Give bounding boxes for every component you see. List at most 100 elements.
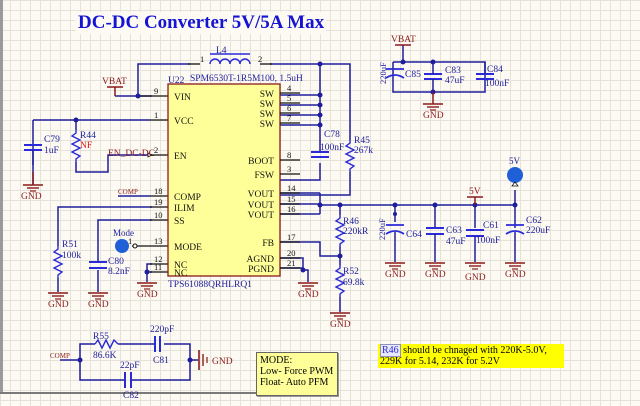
ic-pin-name: SW <box>260 120 274 130</box>
ic-u22-body <box>167 83 281 277</box>
gnd-label: GND <box>48 300 69 310</box>
ic-pin-number: 10 <box>154 210 163 220</box>
c62-value: 220uF <box>526 226 550 236</box>
gnd-label: GND <box>330 320 351 330</box>
mode-probe <box>115 239 129 253</box>
ic-pin-name: VCC <box>174 117 194 127</box>
ic-pin-name: EN <box>174 152 187 162</box>
mode-note-line: Float- Auto PFM <box>260 377 329 388</box>
ic-pin-name: MODE <box>174 243 202 253</box>
c81-designator: C81 <box>153 356 169 366</box>
sheet-border-left <box>0 0 3 394</box>
resistor-r55 <box>94 338 119 350</box>
ic-pin-number: 5 <box>287 93 291 103</box>
gnd-label: GND <box>425 270 446 280</box>
r46-designator: R46 <box>343 217 359 227</box>
ic-pin-name: VOUT <box>248 211 275 221</box>
c79-value: 1uF <box>44 146 59 156</box>
r46-note-text: should be chnaged with 220K-5.0V, 229K f… <box>380 345 547 367</box>
mode-probe-label: Mode <box>113 228 134 238</box>
r51-designator: R51 <box>62 240 78 250</box>
r52-value: 69.8k <box>343 278 365 288</box>
ic-pin-name: BOOT <box>248 157 274 167</box>
c78-designator: C78 <box>324 130 340 140</box>
gnd-label: GND <box>505 270 526 280</box>
polarized-capacitors <box>385 68 525 235</box>
l4-pin2: 2 <box>258 54 262 64</box>
ic-pin-number: 7 <box>287 113 291 123</box>
r55-designator: R55 <box>93 332 109 342</box>
ic-pin-name: PGND <box>248 265 274 275</box>
c79-designator: C79 <box>44 135 60 145</box>
mode-note-line: Low- Force PWM <box>260 366 334 377</box>
ic-pin-number: 1 <box>154 110 158 120</box>
resistor-r44 <box>71 129 81 163</box>
l4-value: SPM6530T-1R5M100, 1.5uH <box>190 74 303 84</box>
ic-part: TPS61088QRHLRQ1 <box>168 280 252 290</box>
ic-pin-name: ILIM <box>174 204 195 214</box>
ic-pin-number: 21 <box>287 258 296 268</box>
pin-stubs <box>132 63 272 273</box>
l4-pin1: 1 <box>200 54 204 64</box>
c84-designator: C84 <box>487 65 503 75</box>
vbat-port-label: VBAT <box>102 77 127 87</box>
c85-designator: C85 <box>405 70 421 80</box>
ic-pin-name: FSW <box>254 171 274 181</box>
ic-pin-name: AGND <box>247 255 275 265</box>
mode-note-line: MODE: <box>260 355 293 366</box>
gnd-label: GND <box>88 300 109 310</box>
ic-designator: U22 <box>168 76 185 86</box>
ic-pin-name: VIN <box>174 93 191 103</box>
r45-designator: R45 <box>354 136 370 146</box>
ic-pin-number: 18 <box>154 186 163 196</box>
r44-designator: R44 <box>80 131 96 141</box>
5v-probe <box>507 167 523 183</box>
c61-designator: C61 <box>483 221 499 231</box>
page-title: DC-DC Converter 5V/5A Max <box>76 12 327 34</box>
c83-designator: C83 <box>445 66 461 76</box>
c82-designator: C82 <box>123 391 139 401</box>
gnd-label: GND <box>137 290 158 300</box>
r44-value: NF <box>80 141 92 151</box>
ic-pin-number: 2 <box>154 145 158 155</box>
gnd-label: GND <box>298 290 319 300</box>
ic-pin-number: 15 <box>287 194 296 204</box>
c63-designator: C63 <box>446 226 462 236</box>
gnd-label: GND <box>423 111 444 121</box>
ic-pin-name: NC <box>174 269 187 279</box>
r46-change-note[interactable]: R46 should be chnaged with 220K-5.0V, 22… <box>378 344 564 368</box>
c83-value: 47uF <box>445 76 465 86</box>
c81-value: 220pF <box>150 325 174 335</box>
mode-note[interactable]: MODE: Low- Force PWM Float- Auto PFM <box>256 352 338 396</box>
ic-pin-name: VOUT <box>248 190 275 200</box>
l4-designator: L4 <box>216 46 227 56</box>
c63-value: 47uF <box>446 237 466 247</box>
ic-pin-number: 14 <box>287 183 296 193</box>
c62-designator: C62 <box>526 216 542 226</box>
comp-net-label: COMP <box>118 188 138 196</box>
r55-value: 86.6K <box>93 351 117 361</box>
r51-value: 100k <box>62 251 81 261</box>
ic-pin-number: 17 <box>287 232 296 242</box>
ic-pin-number: 4 <box>287 83 292 93</box>
ic-pin-number: 12 <box>154 254 163 264</box>
5v-port-label: 5V <box>469 187 481 197</box>
r46-value: 220kR <box>343 227 369 237</box>
vbat-port-label-input: VBAT <box>391 35 416 45</box>
c78-value: 100nF <box>320 143 344 153</box>
c80-designator: C80 <box>108 257 124 267</box>
gnd-label: GND <box>212 357 233 367</box>
gnd-label: GND <box>465 273 486 283</box>
c84-value: 100nF <box>485 79 509 89</box>
c85-value: 220uF <box>378 62 388 84</box>
ic-pin-name: SS <box>174 217 185 227</box>
5v-probe-label: 5V <box>509 156 521 166</box>
ic-pin-name: NC <box>174 261 187 271</box>
ic-pin-number: 16 <box>287 204 296 214</box>
sheet-border-bottom <box>0 392 330 394</box>
ic-pin-name: FB <box>262 239 274 249</box>
ic-pin-name: SW <box>260 90 274 100</box>
gnd-label: GND <box>385 270 406 280</box>
ic-pin-number: 8 <box>287 150 291 160</box>
r46-reference-link[interactable]: R46 <box>380 344 401 357</box>
